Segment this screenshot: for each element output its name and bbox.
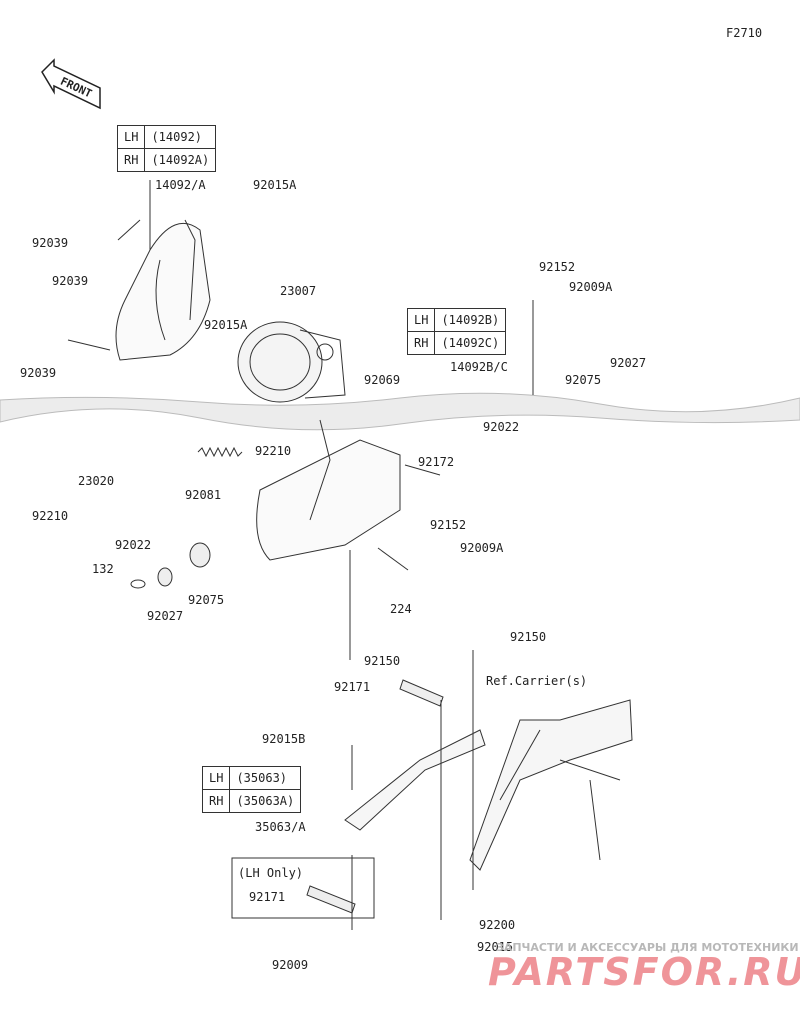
lh-only-box: [231, 857, 375, 919]
part-92039-2[interactable]: 92039: [52, 274, 89, 288]
headlight-case-table: LH(14092) RH(14092A): [116, 125, 217, 172]
front-arrow-icon: FRONT: [41, 58, 101, 110]
part-92171-1[interactable]: 92171: [334, 680, 371, 694]
part-92200[interactable]: 92200: [479, 918, 516, 932]
lh-only-note: (LH Only): [238, 866, 304, 880]
watermark-brand: PARTSFOR.RU: [488, 950, 800, 994]
part-92015A-2[interactable]: 92015A: [204, 318, 248, 332]
part-14092A[interactable]: 14092/A: [155, 178, 206, 192]
part-92009A-2[interactable]: 92009A: [460, 541, 504, 555]
part-224[interactable]: 224: [390, 602, 412, 616]
part-14092BC[interactable]: 14092B/C: [450, 360, 508, 374]
bracket-table: LH(35063) RH(35063A): [201, 766, 302, 813]
part-92009[interactable]: 92009: [272, 958, 309, 972]
part-92172[interactable]: 92172: [418, 455, 455, 469]
part-92027-2[interactable]: 92027: [147, 609, 184, 623]
part-92081[interactable]: 92081: [185, 488, 222, 502]
part-92210-2[interactable]: 92210: [32, 509, 69, 523]
part-92015B[interactable]: 92015B: [262, 732, 306, 746]
part-35063A[interactable]: 35063/A: [255, 820, 306, 834]
part-92075-1[interactable]: 92075: [565, 373, 602, 387]
part-92210-1[interactable]: 92210: [255, 444, 292, 458]
part-92150-2[interactable]: 92150: [364, 654, 401, 668]
part-92009A-1[interactable]: 92009A: [569, 280, 613, 294]
part-92022-1[interactable]: 92022: [483, 420, 520, 434]
part-92075-2[interactable]: 92075: [188, 593, 225, 607]
part-92152-1[interactable]: 92152: [539, 260, 576, 274]
part-92039-3[interactable]: 92039: [20, 366, 57, 380]
part-92171-2[interactable]: 92171: [249, 890, 286, 904]
part-92152-2[interactable]: 92152: [430, 518, 467, 532]
part-92015[interactable]: 92015: [477, 940, 514, 954]
part-92022-2[interactable]: 92022: [115, 538, 152, 552]
part-23007[interactable]: 23007: [280, 284, 317, 298]
part-92015A-1[interactable]: 92015A: [253, 178, 297, 192]
part-92027-1[interactable]: 92027: [610, 356, 647, 370]
ref-carrier-label[interactable]: Ref.Carrier(s): [486, 674, 588, 688]
part-23020[interactable]: 23020: [78, 474, 115, 488]
side-cover-table: LH(14092B) RH(14092C): [406, 308, 507, 355]
part-92150-1[interactable]: 92150: [510, 630, 547, 644]
part-92069[interactable]: 92069: [364, 373, 401, 387]
watermark-tagline: ЗАПЧАСТИ И АКСЕССУАРЫ ДЛЯ МОТОТЕХНИКИ: [496, 941, 799, 954]
page-code: F2710: [726, 26, 763, 40]
part-92039-1[interactable]: 92039: [32, 236, 69, 250]
part-132[interactable]: 132: [92, 562, 114, 576]
